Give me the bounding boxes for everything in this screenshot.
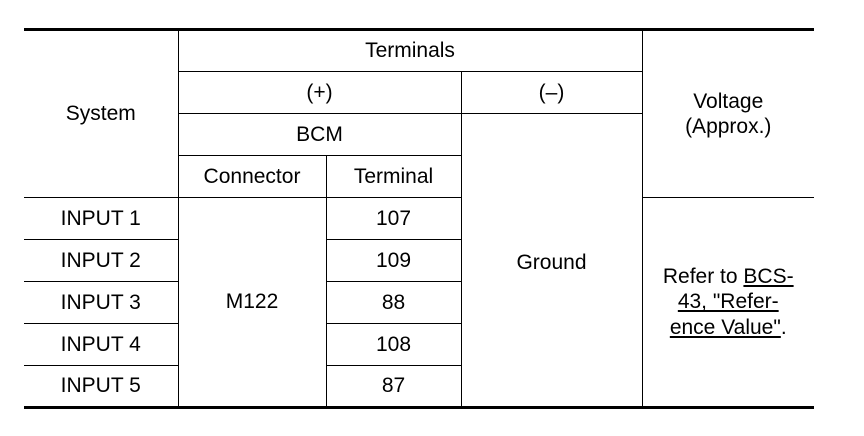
ground-cell: Ground [460,113,642,409]
connector-cell: M122 [177,197,327,409]
row-system: INPUT 3 [24,281,179,324]
reference-link-line1[interactable]: BCS- [743,265,794,289]
header-voltage-line2: (Approx.) [685,115,772,138]
row-terminal: 88 [325,281,461,324]
reference-link-line2[interactable]: 43, "Refer- [677,290,779,314]
row-system: INPUT 2 [24,239,179,282]
voltage-note-suffix: . [780,315,787,339]
voltage-note-cell: Refer to BCS- 43, "Refer- ence Value". [641,197,814,409]
terminal-voltage-table: System Terminals Voltage (Approx.) (+) (… [24,28,814,409]
row-system: INPUT 5 [24,365,179,409]
header-row-2: (+) (–) [24,71,814,114]
header-row-1: System Terminals Voltage (Approx.) [24,28,814,198]
header-minus: (–) [460,71,642,114]
ground-label: Ground [516,251,587,274]
row-system: INPUT 4 [24,323,179,366]
header-terminals: Terminals [177,28,643,72]
spec-table-container: System Terminals Voltage (Approx.) (+) (… [24,28,814,409]
row-terminal: 109 [325,239,461,282]
table-row: INPUT 1 M122 107 Refer to BCS- 43, "Refe… [24,197,814,409]
row-terminal: 107 [325,197,462,240]
header-row-3: BCM Ground [24,113,814,409]
table-row: INPUT 2 109 [24,239,814,282]
header-voltage-line1: Voltage [693,89,764,113]
header-terminal: Terminal [325,155,461,198]
voltage-note-prefix: Refer to [662,265,744,289]
table-row: INPUT 3 88 [24,281,814,324]
table-row: INPUT 5 87 [24,365,814,409]
header-voltage: Voltage (Approx.) [641,28,814,198]
row-terminal: 108 [325,323,461,366]
table-row: INPUT 4 108 [24,323,814,366]
reference-link-line3[interactable]: ence Value" [669,315,781,339]
header-system: System [24,28,179,198]
header-connector: Connector [178,155,327,198]
row-terminal: 87 [325,365,461,409]
row-system: INPUT 1 [24,197,179,240]
header-bcm: BCM [178,113,462,156]
header-plus: (+) [178,71,462,114]
